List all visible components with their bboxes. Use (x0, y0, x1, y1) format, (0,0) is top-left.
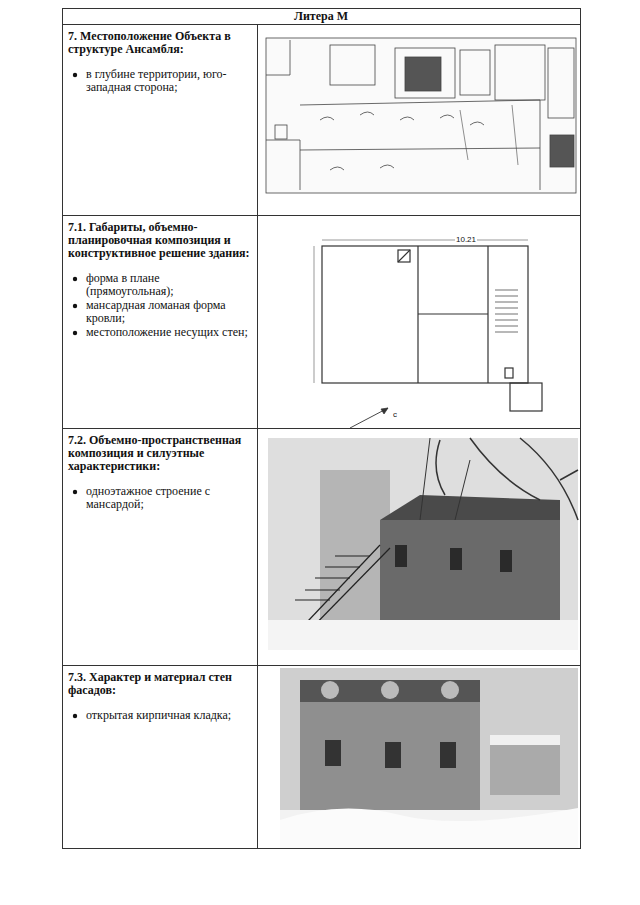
bullet-dot (73, 331, 77, 335)
table-header: Литера М (62, 10, 580, 23)
bullet-item: одноэтажное строение с мансардой; (86, 485, 250, 511)
plan-label: с (392, 410, 398, 419)
bullet-dot (73, 714, 77, 718)
section-heading: 7.3. Характер и материал стен фасадов: (68, 671, 250, 697)
plan-label: 10.21 (455, 235, 477, 244)
bullet-item: мансардная ломаная форма кровли; (86, 299, 250, 325)
bullet-item: местоположение несущих стен; (86, 326, 250, 339)
bullet-dot (73, 490, 77, 494)
section-heading: 7.1. Габариты, объемно-планировочная ком… (68, 221, 250, 260)
section-heading: 7. Местоположение Объекта в структуре Ан… (68, 30, 250, 56)
bullet-dot (73, 304, 77, 308)
section-heading: 7.2. Объемно-пространственная композиция… (68, 434, 250, 473)
bullet-dot (73, 73, 77, 77)
bullet-item: форма в плане (прямоугольная); (86, 272, 250, 298)
bullet-dot (73, 277, 77, 281)
bullet-item: открытая кирпичная кладка; (86, 709, 250, 722)
bullet-item: в глубине территории, юго-западная сторо… (86, 68, 250, 94)
